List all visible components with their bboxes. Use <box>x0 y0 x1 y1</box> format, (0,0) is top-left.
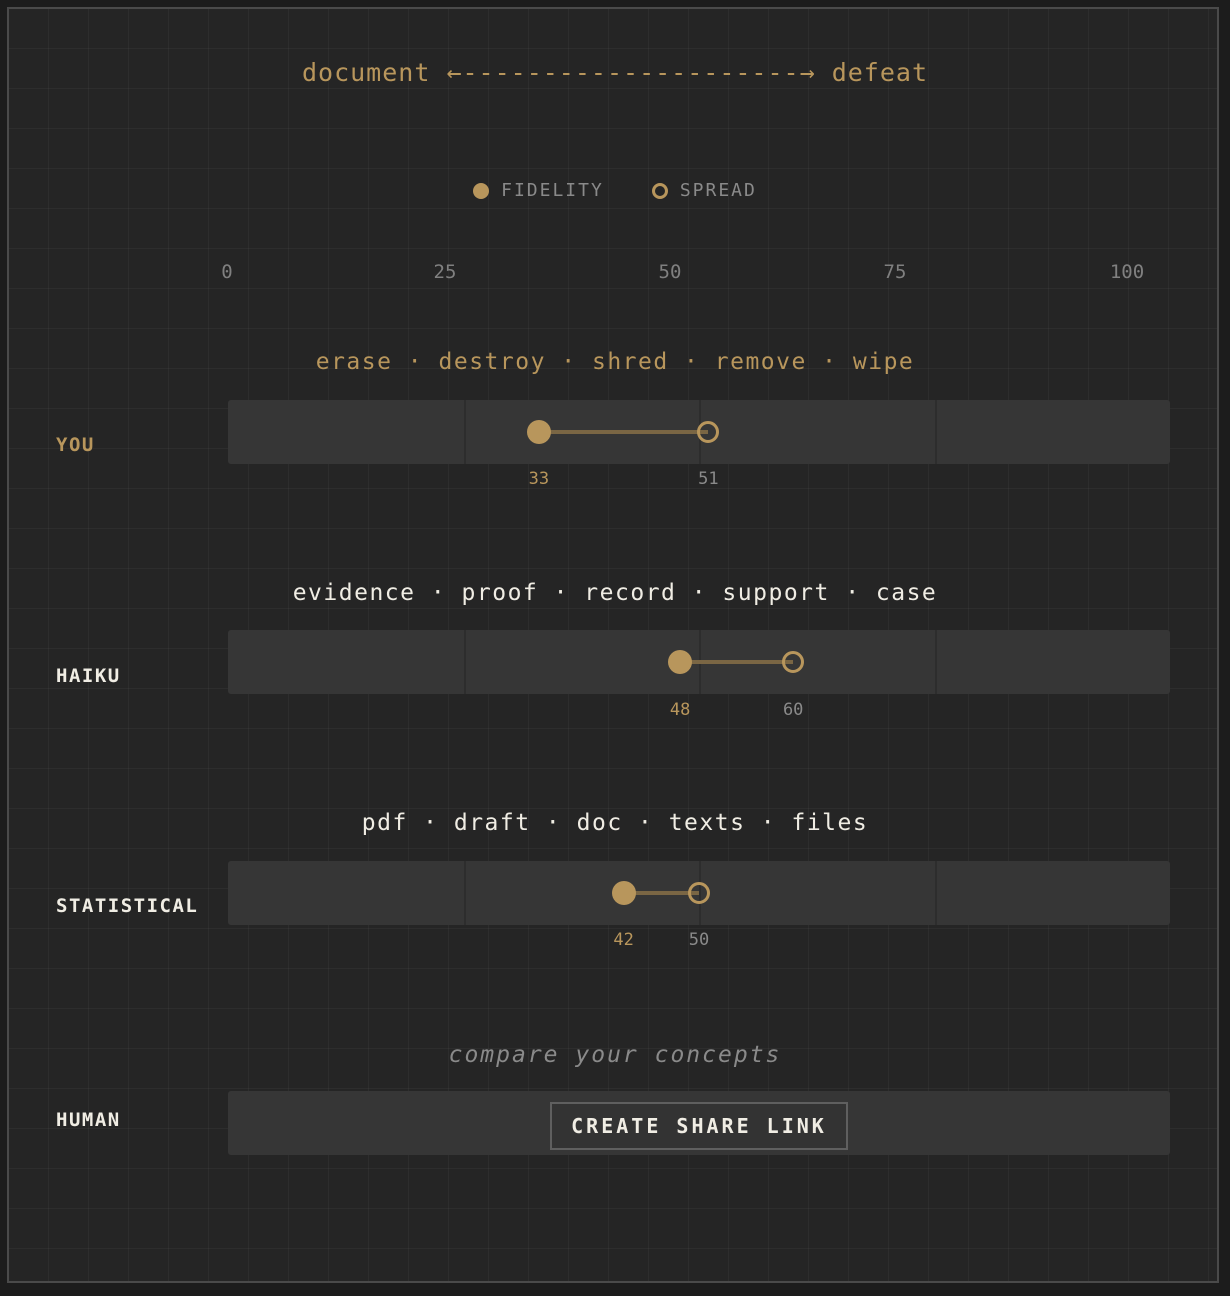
legend: FIDELITY SPREAD <box>0 180 1230 201</box>
gridline-75 <box>935 400 937 464</box>
spread-marker <box>782 651 805 673</box>
gridline-75 <box>935 630 937 694</box>
fidelity-marker <box>668 650 693 674</box>
legend-spread-label: SPREAD <box>679 180 757 201</box>
spread-marker <box>688 882 710 904</box>
row-statistical-track <box>228 861 1170 925</box>
row-statistical-spread-value: 50 <box>688 930 710 950</box>
row-haiku-label: HAIKU <box>56 665 121 687</box>
row-statistical-fidelity-value: 42 <box>613 930 634 950</box>
row-haiku-words: evidence · proof · record · support · ca… <box>292 580 938 606</box>
row-statistical-label: STATISTICAL <box>56 895 199 917</box>
fidelity-spread-connector <box>623 891 699 895</box>
row-you-fidelity-value: 33 <box>528 469 550 489</box>
row-statistical-words: pdf · draft · doc · texts · files <box>361 810 869 836</box>
axis-arrow: ←---------------------→ <box>446 58 816 87</box>
row-you-words: erase · destroy · shred · remove · wipe <box>315 349 915 375</box>
gridline-25 <box>464 400 466 464</box>
row-you-label: YOU <box>56 434 95 456</box>
fidelity-marker <box>526 420 551 444</box>
gridline-25 <box>464 861 466 925</box>
spread-marker <box>697 421 720 443</box>
filled-circle-icon <box>473 182 490 199</box>
row-you-track <box>228 400 1170 464</box>
axis-tick-0: 0 <box>221 261 233 283</box>
row-you-spread-value: 51 <box>698 469 719 489</box>
axis-tick-100: 100 <box>1109 261 1145 283</box>
axis-tick-75: 75 <box>883 261 907 283</box>
legend-spread: SPREAD <box>651 180 757 201</box>
legend-fidelity: FIDELITY <box>473 180 604 201</box>
compare-concepts-subtitle: compare your concepts <box>448 1042 782 1068</box>
row-haiku-fidelity-value: 48 <box>669 700 691 720</box>
axis-tick-25: 25 <box>433 261 457 283</box>
semantic-axis-title: document ←---------------------→ defeat <box>0 58 1230 87</box>
legend-fidelity-label: FIDELITY <box>501 180 604 201</box>
fidelity-marker <box>611 881 636 905</box>
axis-left-word: document <box>301 58 431 87</box>
row-haiku-track <box>228 630 1170 694</box>
gridline-75 <box>935 861 937 925</box>
create-share-link-button[interactable]: CREATE SHARE LINK <box>550 1102 848 1150</box>
fidelity-spread-connector <box>538 430 709 434</box>
row-haiku-spread-value: 60 <box>782 700 804 720</box>
fidelity-spread-connector <box>680 660 794 664</box>
row-human-label: HUMAN <box>56 1109 121 1131</box>
axis-right-word: defeat <box>831 58 929 87</box>
ring-circle-icon <box>651 182 668 199</box>
gridline-25 <box>464 630 466 694</box>
axis-tick-50: 50 <box>658 261 682 283</box>
